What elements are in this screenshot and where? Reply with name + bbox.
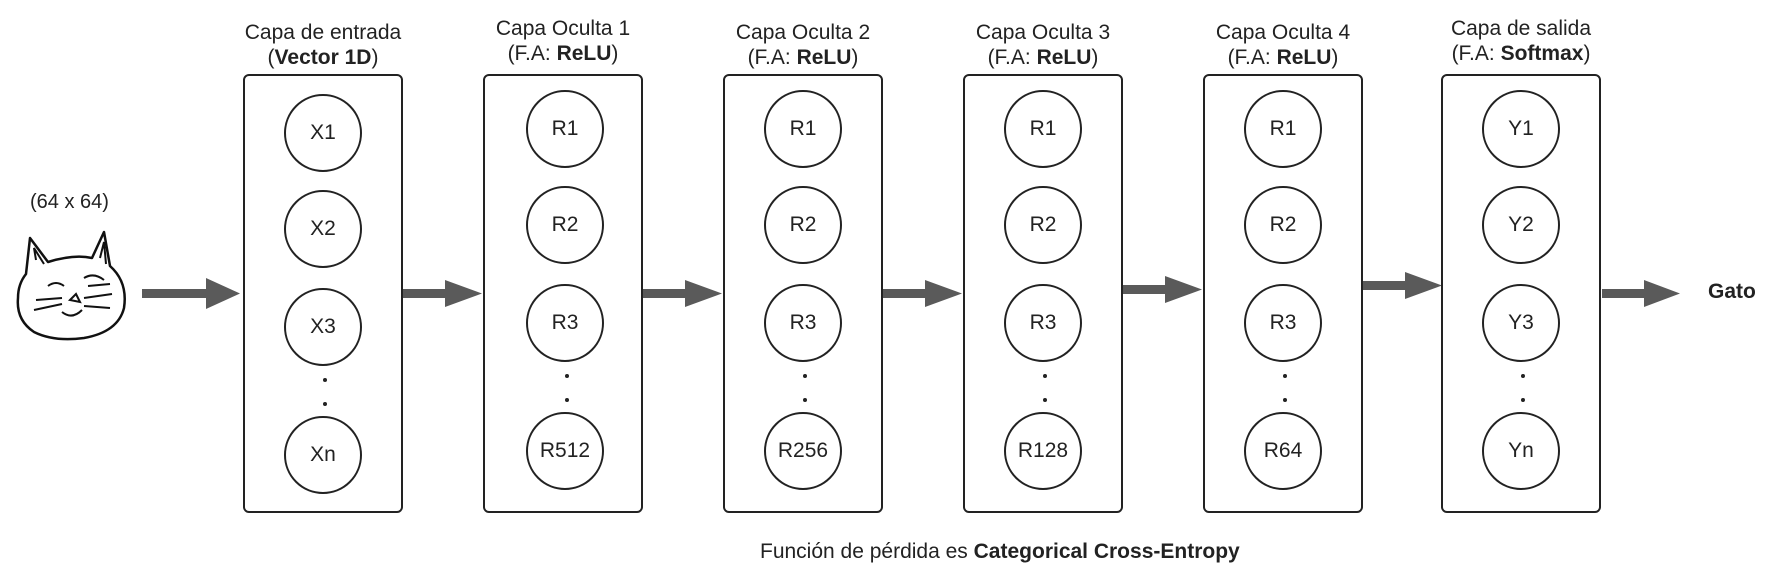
activation-prefix: ( xyxy=(267,46,275,69)
layer-title-2: Capa Oculta 1(F.A: ReLU) xyxy=(463,16,663,66)
neuron-node: R2 xyxy=(1004,186,1082,264)
activation-suffix: ) xyxy=(1091,46,1099,69)
neuron-node: R3 xyxy=(526,284,604,362)
neuron-node: R3 xyxy=(764,284,842,362)
activation-prefix: (F.A: xyxy=(1451,42,1501,65)
output-arrow xyxy=(1602,280,1680,307)
neuron-node: X2 xyxy=(284,190,362,268)
ellipsis-dot xyxy=(1283,374,1287,378)
cat-drawing-icon xyxy=(16,230,126,341)
activation-suffix: ) xyxy=(851,46,859,69)
layer-name: Capa Oculta 4 xyxy=(1215,21,1351,44)
layer-activation: (F.A: ReLU) xyxy=(463,41,663,66)
neuron-node: R128 xyxy=(1004,412,1082,490)
neuron-node: Yn xyxy=(1482,412,1560,490)
activation-name: Softmax xyxy=(1500,42,1584,65)
activation-name: ReLU xyxy=(556,42,612,65)
neuron-node: Xn xyxy=(284,416,362,494)
neuron-node: R1 xyxy=(764,90,842,168)
layer-title-3: Capa Oculta 2(F.A: ReLU) xyxy=(703,20,903,70)
layer-title-5: Capa Oculta 4(F.A: ReLU) xyxy=(1183,20,1383,70)
activation-name: ReLU xyxy=(1276,46,1332,69)
layer-name: Capa de entrada xyxy=(244,21,402,44)
ellipsis-dot xyxy=(1283,398,1287,402)
ellipsis-dot xyxy=(1043,398,1047,402)
activation-name: ReLU xyxy=(1036,46,1092,69)
activation-prefix: (F.A: xyxy=(507,42,557,65)
neuron-node: R2 xyxy=(526,186,604,264)
neuron-node: Y1 xyxy=(1482,90,1560,168)
layer-arrow xyxy=(1363,272,1442,299)
ellipsis-dot xyxy=(1043,374,1047,378)
neuron-node: X1 xyxy=(284,94,362,172)
layer-name: Capa Oculta 1 xyxy=(495,17,631,40)
activation-suffix: ) xyxy=(1331,46,1339,69)
ellipsis-dot xyxy=(803,398,807,402)
neuron-node: R512 xyxy=(526,412,604,490)
layer-title-6: Capa de salida(F.A: Softmax) xyxy=(1421,16,1621,66)
layer-activation: (Vector 1D) xyxy=(223,45,423,70)
neuron-node: R2 xyxy=(1244,186,1322,264)
ellipsis-dot xyxy=(1521,398,1525,402)
layer-arrow xyxy=(403,280,482,307)
ellipsis-dot xyxy=(323,402,327,406)
neuron-node: R2 xyxy=(764,186,842,264)
output-label: Gato xyxy=(1708,280,1756,303)
neuron-node: Y2 xyxy=(1482,186,1560,264)
layer-activation: (F.A: ReLU) xyxy=(943,45,1143,70)
ellipsis-dot xyxy=(323,378,327,382)
neuron-node: R64 xyxy=(1244,412,1322,490)
activation-prefix: (F.A: xyxy=(987,46,1037,69)
layer-name: Capa Oculta 2 xyxy=(735,21,871,44)
layer-activation: (F.A: ReLU) xyxy=(1183,45,1383,70)
activation-name: Vector 1D xyxy=(274,46,372,69)
loss-prefix: Función de pérdida es xyxy=(760,540,974,563)
layer-title-4: Capa Oculta 3(F.A: ReLU) xyxy=(943,20,1143,70)
loss-name: Categorical Cross-Entropy xyxy=(973,540,1240,563)
activation-suffix: ) xyxy=(1583,42,1591,65)
loss-function-label: Función de pérdida es Categorical Cross-… xyxy=(760,540,1240,564)
activation-prefix: (F.A: xyxy=(747,46,797,69)
layer-title-1: Capa de entrada(Vector 1D) xyxy=(223,20,423,70)
neuron-node: R3 xyxy=(1244,284,1322,362)
layer-arrow xyxy=(1123,276,1202,303)
neuron-node: R3 xyxy=(1004,284,1082,362)
input-arrow xyxy=(142,278,240,309)
neuron-node: R1 xyxy=(1244,90,1322,168)
activation-name: ReLU xyxy=(796,46,852,69)
activation-suffix: ) xyxy=(371,46,379,69)
layer-arrow xyxy=(643,280,722,307)
activation-suffix: ) xyxy=(611,42,619,65)
ellipsis-dot xyxy=(565,374,569,378)
layer-name: Capa de salida xyxy=(1450,17,1592,40)
neuron-node: X3 xyxy=(284,288,362,366)
layer-activation: (F.A: ReLU) xyxy=(703,45,903,70)
ellipsis-dot xyxy=(803,374,807,378)
neuron-node: R1 xyxy=(526,90,604,168)
layer-activation: (F.A: Softmax) xyxy=(1421,41,1621,66)
activation-prefix: (F.A: xyxy=(1227,46,1277,69)
input-size-label: (64 x 64) xyxy=(30,191,109,213)
ellipsis-dot xyxy=(565,398,569,402)
neuron-node: R256 xyxy=(764,412,842,490)
layer-name: Capa Oculta 3 xyxy=(975,21,1111,44)
neuron-node: Y3 xyxy=(1482,284,1560,362)
neuron-node: R1 xyxy=(1004,90,1082,168)
ellipsis-dot xyxy=(1521,374,1525,378)
layer-arrow xyxy=(883,280,962,307)
